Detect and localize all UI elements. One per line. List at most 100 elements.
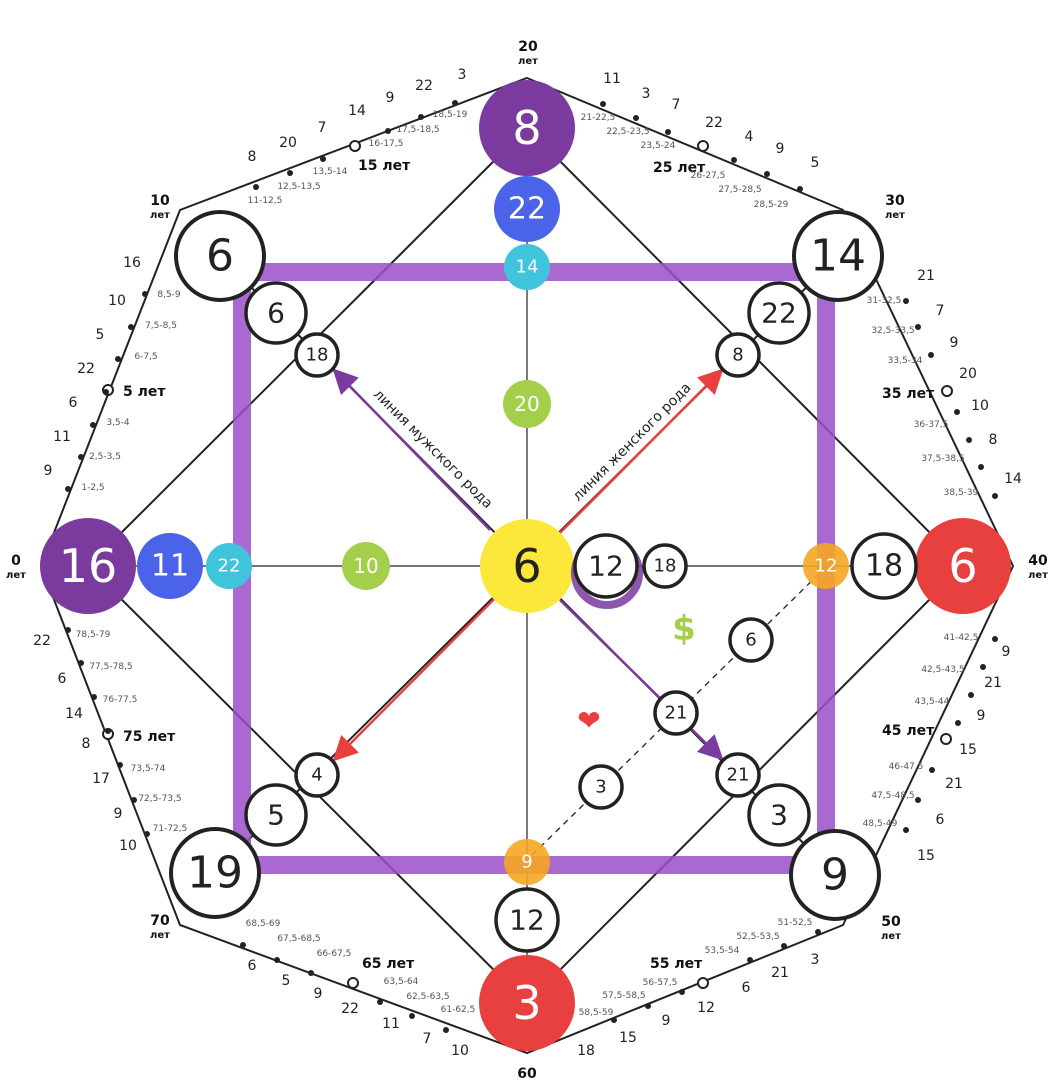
node-dash-c[interactable]: 3 [578, 764, 624, 810]
node-top-left[interactable]: 6 [174, 210, 266, 302]
age-5: 5 лет [102, 384, 166, 400]
node-dash-b[interactable]: 21 [653, 690, 699, 736]
node-right-2[interactable]: 18 [850, 532, 918, 600]
node-top-3[interactable]: 14 [504, 244, 550, 290]
edge-number: 8 [82, 736, 91, 752]
svg-text:12: 12 [509, 904, 545, 937]
age-20: 20 лет [518, 39, 538, 67]
svg-text:50: 50 [881, 914, 901, 930]
node-top-left-2[interactable]: 6 [244, 281, 308, 345]
edge-range: 51-52,5 [778, 918, 813, 928]
edge-number: 14 [348, 103, 366, 119]
svg-text:19: 19 [187, 848, 243, 899]
node-bottom-right[interactable]: 9 [789, 829, 881, 921]
edge-range: 43,5-44 [915, 697, 950, 707]
svg-text:лет: лет [150, 930, 170, 941]
edge-dot [815, 929, 821, 935]
age-30: 30 лет [885, 193, 905, 221]
svg-text:лет: лет [881, 931, 901, 942]
edge-dot [929, 767, 935, 773]
edge-dot [90, 422, 96, 428]
svg-text:15 лет: 15 лет [358, 158, 411, 174]
edge-number: 9 [950, 335, 959, 351]
svg-text:16: 16 [59, 539, 118, 593]
edge-dot [954, 409, 960, 415]
edge-number: 9 [1002, 644, 1011, 660]
svg-text:8: 8 [512, 101, 541, 155]
edge-number: 7 [936, 303, 945, 319]
edge-number: 9 [114, 806, 123, 822]
svg-text:9: 9 [821, 850, 849, 901]
edge-dot [418, 114, 424, 120]
edge-number: 9 [662, 1013, 671, 1029]
age-45: 45 лет [882, 723, 952, 745]
edge-range: 36-37,5 [914, 420, 949, 430]
edge-number: 15 [917, 848, 935, 864]
svg-text:5 лет: 5 лет [123, 384, 166, 400]
svg-text:3: 3 [512, 976, 541, 1030]
edge-range: 67,5-68,5 [277, 934, 320, 944]
node-top-2[interactable]: 22 [494, 176, 560, 242]
node-bottom-left-3[interactable]: 4 [294, 752, 340, 798]
svg-text:5: 5 [267, 799, 285, 832]
edge-dot [665, 129, 671, 135]
edge-number: 6 [742, 980, 751, 996]
node-center[interactable]: 6 [480, 519, 574, 613]
edge-number: 3 [642, 86, 651, 102]
node-right[interactable]: 6 [915, 518, 1011, 614]
node-bottom[interactable]: 3 [479, 955, 575, 1051]
edge-dot [78, 660, 84, 666]
svg-text:3: 3 [770, 799, 788, 832]
node-top-right[interactable]: 14 [792, 210, 884, 302]
edge-dot [955, 720, 961, 726]
svg-text:6: 6 [512, 539, 541, 593]
svg-text:12: 12 [588, 550, 624, 583]
svg-text:лет: лет [150, 210, 170, 221]
node-left-2[interactable]: 11 [137, 533, 203, 599]
node-top[interactable]: 8 [479, 80, 575, 176]
node-bottom-2[interactable]: 12 [494, 887, 560, 953]
age-60: 60 [517, 1066, 537, 1080]
node-top-right-3[interactable]: 8 [715, 332, 761, 378]
node-bottom-right-2[interactable]: 3 [747, 783, 811, 847]
edge-dot [103, 389, 109, 395]
age-75: 75 лет [102, 728, 176, 745]
edge-range: 77,5-78,5 [89, 662, 132, 672]
node-top-right-2[interactable]: 22 [747, 281, 811, 345]
edge-number: 9 [776, 141, 785, 157]
node-bottom-left-2[interactable]: 5 [244, 783, 308, 847]
edge-dot [142, 291, 148, 297]
node-bottom-left[interactable]: 19 [169, 827, 261, 919]
edge-number: 20 [279, 135, 297, 151]
edge-range: 41-42,5 [944, 633, 979, 643]
edge-dot [966, 437, 972, 443]
svg-text:70: 70 [150, 913, 170, 929]
age-40: 40 лет [1028, 553, 1048, 581]
svg-text:45 лет: 45 лет [882, 723, 935, 739]
node-center-18[interactable]: 18 [642, 543, 688, 589]
edge-range: 63,5-64 [384, 977, 419, 987]
outer-octagon [39, 76, 1015, 1055]
node-top-left-3[interactable]: 18 [294, 332, 340, 378]
edge-range: 37,5-38,5 [921, 454, 964, 464]
node-left[interactable]: 16 [40, 518, 136, 614]
node-top-mid[interactable]: 20 [503, 380, 551, 428]
node-center-12[interactable]: 12 [571, 533, 643, 609]
edge-range: 6-7,5 [134, 352, 157, 362]
edge-range: 12,5-13,5 [277, 182, 320, 192]
edge-dot [915, 324, 921, 330]
node-right-3[interactable]: 12 [803, 543, 849, 589]
edge-dot [115, 356, 121, 362]
node-bottom-right-3[interactable]: 21 [715, 752, 761, 798]
svg-text:18: 18 [306, 345, 329, 366]
svg-text:6: 6 [206, 231, 234, 282]
node-left-3[interactable]: 22 [206, 543, 252, 589]
svg-text:14: 14 [516, 257, 539, 278]
edge-range: 48,5-49 [863, 819, 898, 829]
node-bottom-3[interactable]: 9 [504, 839, 550, 885]
svg-text:10: 10 [353, 554, 378, 578]
edge-dot [65, 486, 71, 492]
edge-dot [320, 156, 326, 162]
node-left-mid[interactable]: 10 [342, 542, 390, 590]
node-dash-a[interactable]: 6 [728, 617, 774, 663]
